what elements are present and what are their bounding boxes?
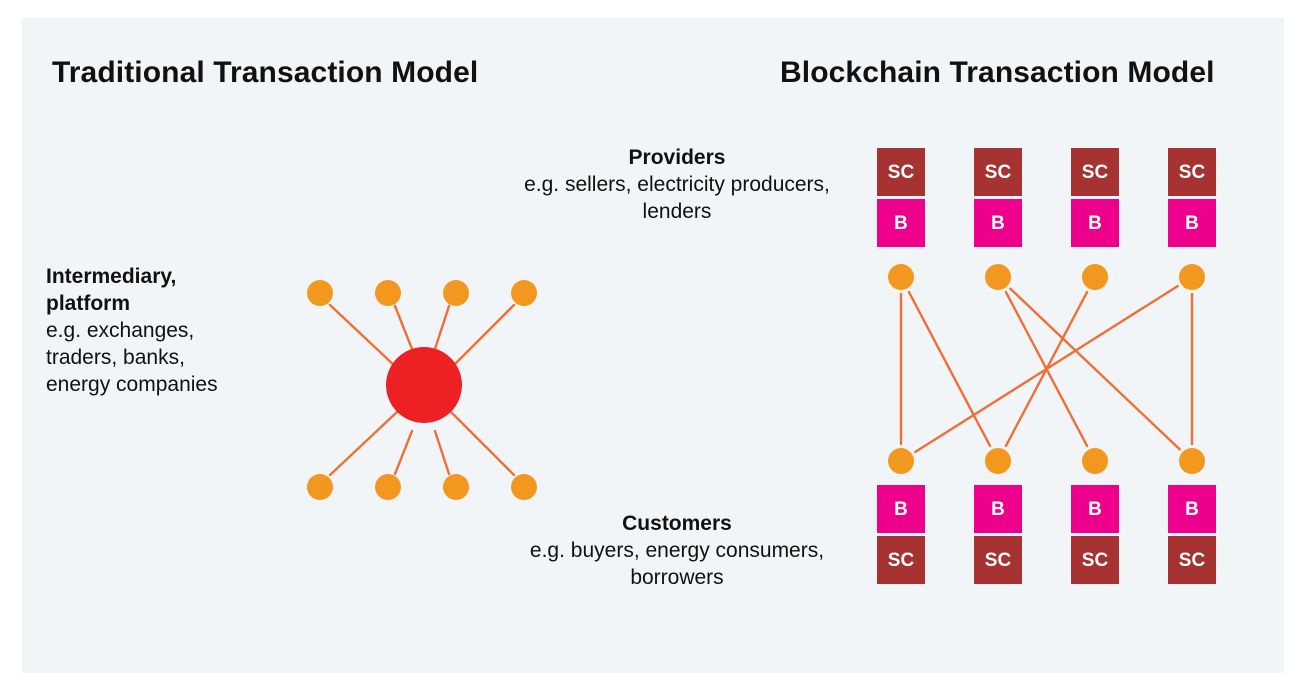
smart-contract-box-top: SC <box>877 148 925 196</box>
traditional-spokes-group <box>328 303 516 477</box>
customer-node <box>443 474 469 500</box>
blockchain-edges-group <box>899 284 1194 454</box>
smart-contract-box-top: SC <box>974 148 1022 196</box>
block-box-top: B <box>974 199 1022 247</box>
block-box-bottom: B <box>1168 485 1216 533</box>
customer-node <box>375 474 401 500</box>
label-customers-detail: e.g. buyers, energy consumers, borrowers <box>529 538 825 589</box>
label-customers-heading: Customers <box>622 512 732 535</box>
block-box-top: B <box>1071 199 1119 247</box>
blockchain-customer-node <box>1082 448 1108 474</box>
smart-contract-box-bottom: SC <box>877 536 925 584</box>
block-box-bottom: B <box>877 485 925 533</box>
blockchain-nodes-group <box>888 264 1205 474</box>
smart-contract-box-bottom: SC <box>974 536 1022 584</box>
spoke-line <box>328 303 399 370</box>
smart-contract-box-top: SC <box>1168 148 1216 196</box>
spoke-line <box>393 429 414 476</box>
intermediary-hub-group <box>386 347 462 423</box>
blockchain-edge <box>1009 287 1181 451</box>
label-intermediary-detail: e.g. exchanges, traders, banks, energy c… <box>46 318 218 396</box>
label-intermediary-platform: Intermediary, platform e.g. exchanges, t… <box>46 264 251 398</box>
blockchain-provider-node <box>985 264 1011 290</box>
spoke-line <box>393 304 414 351</box>
provider-node <box>511 280 537 306</box>
block-box-bottom: B <box>1071 485 1119 533</box>
intermediary-hub-circle <box>386 347 462 423</box>
smart-contract-box-top: SC <box>1071 148 1119 196</box>
blockchain-edge <box>907 290 992 448</box>
blockchain-provider-node <box>1082 264 1108 290</box>
blockchain-edge <box>914 284 1179 454</box>
customer-node <box>511 474 537 500</box>
block-box-top: B <box>1168 199 1216 247</box>
title-traditional-transaction-model: Traditional Transaction Model <box>52 56 479 89</box>
customer-node <box>307 474 333 500</box>
spoke-line <box>433 429 451 476</box>
label-providers: Providers e.g. sellers, electricity prod… <box>512 145 842 226</box>
block-box-top: B <box>877 199 925 247</box>
spoke-line <box>449 410 516 477</box>
smart-contract-box-bottom: SC <box>1168 536 1216 584</box>
title-blockchain-transaction-model: Blockchain Transaction Model <box>780 56 1215 89</box>
provider-node <box>375 280 401 306</box>
blockchain-customer-node <box>888 448 914 474</box>
blockchain-customer-node <box>985 448 1011 474</box>
spoke-line <box>328 410 399 477</box>
block-box-bottom: B <box>974 485 1022 533</box>
label-customers: Customers e.g. buyers, energy consumers,… <box>512 511 842 592</box>
label-intermediary-heading: Intermediary, platform <box>46 265 177 315</box>
spoke-line <box>449 303 516 370</box>
provider-node <box>443 280 469 306</box>
blockchain-customer-node <box>1179 448 1205 474</box>
traditional-nodes-group <box>307 280 537 500</box>
spoke-line <box>433 304 451 351</box>
blockchain-provider-node <box>1179 264 1205 290</box>
blockchain-provider-node <box>888 264 914 290</box>
smart-contract-box-bottom: SC <box>1071 536 1119 584</box>
label-providers-detail: e.g. sellers, electricity producers, len… <box>524 172 830 223</box>
label-providers-heading: Providers <box>628 146 726 169</box>
provider-node <box>307 280 333 306</box>
